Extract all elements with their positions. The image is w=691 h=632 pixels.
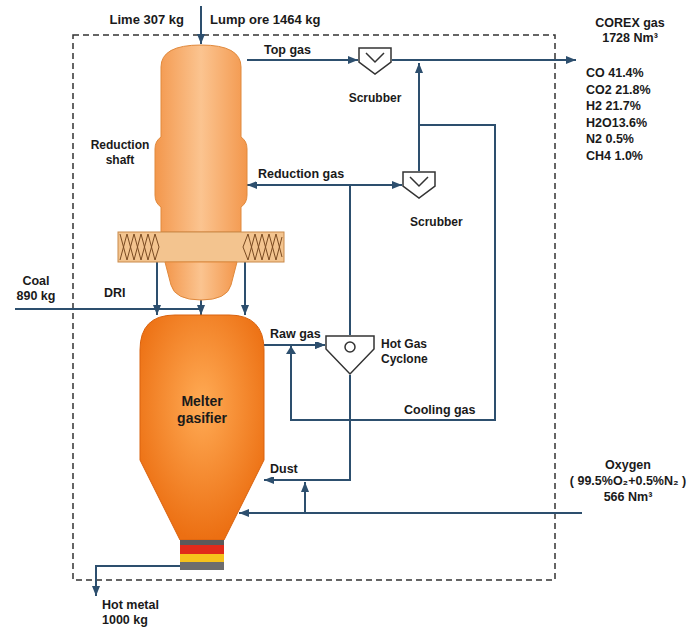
stream-label: Hot metal 1000 kg xyxy=(102,598,174,628)
stream-label: 566 Nm³ xyxy=(604,490,653,505)
stream-label: H2O13.6% xyxy=(586,116,647,131)
stream-label: N2 0.5% xyxy=(586,132,634,147)
cyclone-symbol-part xyxy=(326,336,374,374)
unit-label: Scrubber xyxy=(410,215,463,230)
reduction-shaft-part xyxy=(243,234,282,260)
flow-label: Dust xyxy=(268,462,300,477)
stream-label: Lump ore 1464 kg xyxy=(210,12,321,27)
stream-label: Lime 307 kg xyxy=(110,12,184,27)
reduction-shaft-part xyxy=(243,234,282,260)
stream-label: Coal 890 kg xyxy=(13,274,59,304)
cyclone-symbol: Hot Gas Cyclone xyxy=(325,335,375,375)
scrubber-symbol-part xyxy=(410,177,428,186)
feed-arrow xyxy=(200,6,202,44)
flow-label: Top gas xyxy=(262,43,313,58)
oxygen-branch-arrow xyxy=(304,482,306,513)
scrubber-symbol-part xyxy=(359,48,391,74)
scrubber-symbol-outline xyxy=(402,171,436,199)
flow-label: Reduction gas xyxy=(256,167,346,182)
stream-label: CO 41.4% xyxy=(586,66,644,81)
reduction-shaft-part xyxy=(118,232,284,262)
scrubber-symbol-outline xyxy=(358,47,392,75)
reduction-shaft-part xyxy=(120,234,159,260)
scrubber-symbol: Scrubber xyxy=(402,171,436,199)
cyclone-symbol-part xyxy=(345,342,355,352)
unit-label: Scrubber xyxy=(348,91,402,106)
stream-label: CH4 1.0% xyxy=(586,149,643,164)
flow-arrow xyxy=(264,375,350,480)
oxygen-arrow xyxy=(239,512,582,514)
melter-gasifier: Melter gasifier xyxy=(140,315,264,570)
stream-label: Oxygen xyxy=(605,458,651,473)
melter-gasifier-part xyxy=(180,540,224,545)
melter-gasifier-part xyxy=(140,315,264,540)
cyclone-symbol-outline xyxy=(325,335,375,375)
export-gas-arrow xyxy=(418,63,420,125)
flow-arrow xyxy=(350,185,402,335)
melter-gasifier-part xyxy=(180,554,224,562)
stream-label: DRI xyxy=(104,286,126,301)
unit-label: Hot Gas Cyclone xyxy=(381,337,443,367)
unit-label: Reduction shaft xyxy=(88,138,152,168)
system-boundary xyxy=(73,35,555,580)
export-gas-arrow xyxy=(392,59,576,61)
melter-gasifier-part xyxy=(180,562,224,570)
scrubber-symbol: Scrubber xyxy=(358,47,392,75)
stream-label: H2 21.7% xyxy=(586,99,641,114)
flow-label: Cooling gas xyxy=(402,403,478,418)
flow-arrow xyxy=(156,262,158,315)
unit-label: Melter gasifier xyxy=(162,393,242,427)
reduction-shaft-part xyxy=(155,45,247,232)
tapping-arrow xyxy=(96,566,180,596)
flow-arrow xyxy=(247,59,358,61)
stream-label: CO2 21.8% xyxy=(586,83,651,98)
reduction-shaft-part xyxy=(120,234,159,260)
melter-gasifier-part xyxy=(180,545,224,554)
stream-label: ( 99.5%O₂+0.5%N₂ ) xyxy=(570,474,686,489)
reduction-shaft-part xyxy=(165,262,237,300)
stream-label: COREX gas 1728 Nm³ xyxy=(588,16,672,46)
flow-arrow xyxy=(244,262,246,315)
reduction-shaft-outline xyxy=(155,45,247,262)
melter-gasifier-outline xyxy=(140,315,264,570)
coal-feed-line xyxy=(15,308,201,310)
reduction-shaft: Reduction shaft xyxy=(155,45,247,262)
scrubber-symbol-part xyxy=(403,172,435,198)
flow-label: Raw gas xyxy=(268,327,323,342)
scrubber-symbol-part xyxy=(366,53,384,62)
